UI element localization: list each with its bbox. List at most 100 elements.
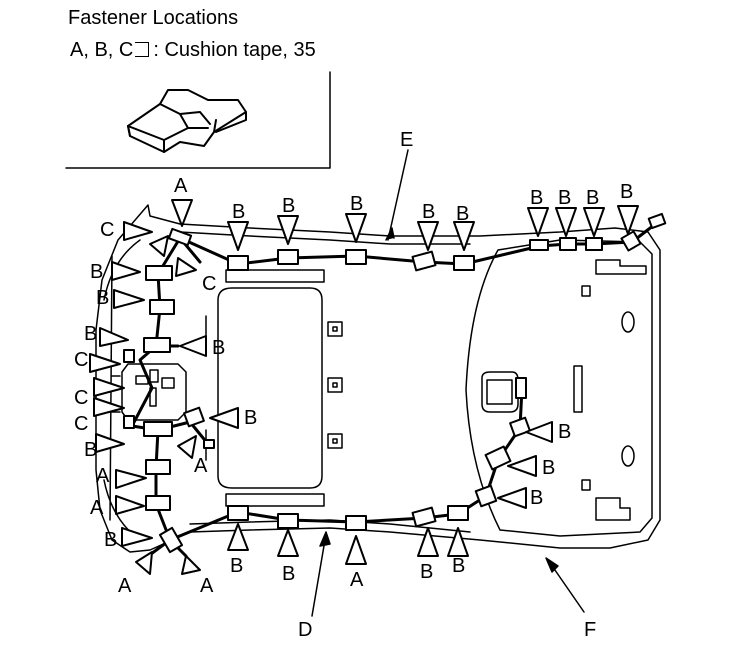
triangle-a-6 [181, 555, 201, 575]
letter-b-13: B [452, 555, 465, 577]
letter-a-5: A [118, 575, 132, 597]
triangle-b-14 [111, 261, 141, 281]
triangle-b-12 [417, 527, 439, 557]
leader-f-arrow [545, 557, 559, 573]
triangle-b-16 [99, 327, 129, 347]
triangle-c-1 [123, 221, 153, 241]
triangle-b-23 [497, 487, 527, 509]
console-detail-4 [161, 377, 175, 389]
letter-b-22: B [542, 457, 555, 479]
triangle-a-top [171, 199, 193, 227]
letter-c-1: C [100, 219, 114, 241]
triangle-c-6 [149, 235, 169, 257]
letter-b-2: B [282, 195, 295, 217]
label-f: F [584, 619, 596, 641]
triangle-b-11 [277, 529, 299, 557]
letter-a-top: A [174, 175, 188, 197]
letter-b-4: B [422, 201, 435, 223]
triangle-c-5 [175, 257, 197, 277]
rear-window-curve [465, 239, 653, 537]
cushion-tape-icon [127, 89, 247, 153]
fastener-triangles [89, 199, 639, 575]
leader-d-arrow [319, 531, 331, 547]
leader-e [387, 149, 409, 241]
letter-b-14: B [90, 261, 103, 283]
triangle-b-20 [209, 407, 239, 429]
legend-suffix: : Cushion tape, 35 [153, 39, 316, 61]
letter-b-17: B [84, 439, 97, 461]
triangle-a-3 [115, 495, 145, 515]
letter-a-3: A [90, 497, 104, 519]
rear-rail [573, 365, 583, 413]
triangle-b-21 [525, 421, 553, 443]
triangle-b-5 [453, 221, 475, 251]
letter-b-20: B [244, 407, 257, 429]
triangle-b-18 [121, 527, 153, 547]
letter-b-5: B [456, 203, 469, 225]
fastener-squares [123, 212, 667, 554]
front-console [121, 363, 187, 421]
sunroof-rail-front [225, 269, 325, 283]
rear-bracket-bottom [595, 497, 631, 521]
letter-b-12: B [420, 561, 433, 583]
letter-b-10: B [230, 555, 243, 577]
rear-console-inner [486, 379, 513, 405]
inset-frame [65, 71, 331, 169]
letter-b-7: B [558, 187, 571, 209]
letter-c-4: C [74, 413, 88, 435]
console-tabs [111, 375, 121, 413]
triangle-b-8 [583, 207, 605, 237]
letter-c-5: C [202, 273, 216, 295]
triangle-b-15 [113, 289, 145, 309]
legend-prefix: A, B, C [70, 39, 134, 61]
letter-b-9: B [620, 181, 633, 203]
fastener-letters: A B B B B B B B B B C C B B B C C C B A … [74, 175, 633, 597]
label-d: D [298, 619, 312, 641]
rear-hole-1 [621, 311, 635, 333]
triangle-b-9 [617, 205, 639, 235]
diagram-title: Fastener Locations [68, 7, 239, 29]
letter-b-3: B [350, 193, 363, 215]
triangle-c-4 [93, 397, 125, 417]
triangle-a-2 [115, 469, 147, 489]
sunroof-rail-rear [225, 493, 325, 507]
leader-e-arrow [385, 227, 395, 241]
triangle-c-2 [89, 353, 121, 373]
legend-tape-box-icon [135, 42, 150, 57]
triangle-b-19 [179, 335, 207, 357]
letter-b-19: B [212, 337, 225, 359]
letter-a-4: A [194, 455, 208, 477]
rear-clips [581, 285, 591, 491]
triangle-c-3 [93, 377, 125, 397]
clip-holes [327, 321, 343, 449]
letter-b-8: B [586, 187, 599, 209]
letter-c-2: C [74, 349, 88, 371]
triangle-b-2 [277, 215, 299, 245]
triangle-b-13 [447, 527, 469, 557]
letter-b-6: B [530, 187, 543, 209]
letter-a-6: A [200, 575, 214, 597]
letter-c-3: C [74, 387, 88, 409]
letter-a-2: A [96, 465, 110, 487]
triangle-b-1 [227, 221, 249, 251]
rear-console-hole [481, 371, 519, 413]
triangle-a-1 [345, 535, 367, 565]
letter-a-1: A [350, 569, 364, 591]
triangle-b-6 [527, 207, 549, 237]
leader-d [311, 533, 327, 617]
triangle-b-7 [555, 207, 577, 237]
label-e: E [400, 129, 413, 151]
letter-b-18: B [104, 529, 117, 551]
triangle-b-10 [227, 523, 249, 551]
triangle-b-22 [507, 455, 537, 477]
letter-b-21: B [558, 421, 571, 443]
legend-text: A, B, C : Cushion tape, 35 [70, 38, 316, 62]
triangle-b-4 [417, 221, 439, 251]
letter-b-11: B [282, 563, 295, 585]
triangle-a-5 [135, 551, 153, 575]
console-detail-2 [149, 369, 159, 383]
letter-b-15: B [96, 287, 109, 309]
rear-bracket-top [595, 259, 647, 275]
letter-b-23: B [530, 487, 543, 509]
